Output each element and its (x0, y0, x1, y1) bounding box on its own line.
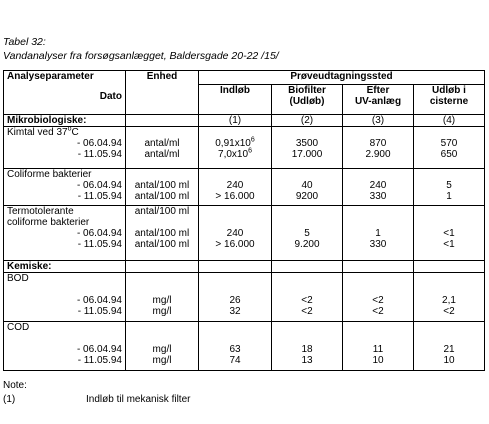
unit-cell: antal/100 ml antal/100 ml (125, 168, 199, 206)
note-item: (1) Indløb til mekanisk filter (3, 394, 190, 405)
section-title: Kemiske: (3, 260, 126, 273)
group-coliforme: Coliforme bakterier - 06.04.94 - 11.05.9… (3, 168, 485, 206)
value-cell-biofilter: <2 <2 (271, 272, 343, 322)
date-label: - 06.04.94 (76, 138, 122, 149)
date-label: - 06.04.94 (76, 295, 122, 306)
section-title: Mikrobiologiske: (3, 114, 126, 127)
note-ref: (1) (3, 394, 16, 405)
value-cell-uv: <2 <2 (342, 272, 414, 322)
col-number: (2) (271, 114, 343, 127)
value-cell-indlob: 63 74 (198, 321, 272, 371)
note-heading: Note: (3, 380, 27, 391)
unit-cell: mg/l mg/l (125, 272, 199, 322)
group-cell: BOD - 06.04.94 - 11.05.94 (3, 272, 126, 322)
date-label: - 06.04.94 (76, 228, 122, 239)
date-label: - 11.05.94 (77, 191, 122, 202)
group-label: COD (7, 322, 30, 334)
value-cell-cisterne: <1 <1 (413, 205, 485, 261)
group-bod: BOD - 06.04.94 - 11.05.94 mg/l mg/l 26 3… (3, 272, 485, 322)
value-cell-biofilter: 5 9.200 (271, 205, 343, 261)
value-cell-biofilter: 40 9200 (271, 168, 343, 206)
group-termotolerante: Termotolerante coliforme bakterier - 06.… (3, 205, 485, 261)
value-cell-uv: 11 10 (342, 321, 414, 371)
group-label: coliforme bakterier (7, 217, 90, 228)
section-row: Kemiske: (3, 260, 485, 273)
date-label: - 06.04.94 (76, 180, 122, 191)
date-label: - 06.04.94 (76, 344, 122, 355)
group-label: BOD (7, 273, 29, 285)
group-cell: Termotolerante coliforme bakterier - 06.… (3, 205, 126, 261)
header-row: Analyseparameter Dato Enhed Prøveudtagni… (3, 70, 485, 115)
col-header-1: Indløb (198, 84, 272, 115)
table-label: Tabel 32: (3, 36, 46, 48)
value-cell-cisterne: 21 10 (413, 321, 485, 371)
param-header: Analyseparameter (7, 71, 94, 83)
group-cell: Coliforme bakterier - 06.04.94 - 11.05.9… (3, 168, 126, 206)
group-cell: Kimtal ved 37oC - 06.04.94 - 11.05.94 (3, 126, 126, 169)
group-label: Coliforme bakterier (7, 169, 92, 181)
date-label: - 11.05.94 (77, 306, 122, 317)
table-caption: Vandanalyser fra forsøgsanlægget, Balder… (3, 50, 279, 62)
value-cell-indlob: 0,91x106 7,0x106 (198, 126, 272, 169)
group-header: Prøveudtagningssted (198, 70, 485, 85)
value-cell-uv: 240 330 (342, 168, 414, 206)
param-header-cell: Analyseparameter Dato (3, 70, 126, 115)
value-cell-uv: 1 330 (342, 205, 414, 261)
water-analysis-table: Analyseparameter Dato Enhed Prøveudtagni… (3, 70, 485, 371)
value-cell-cisterne: 2,1 <2 (413, 272, 485, 322)
note-text: Indløb til mekanisk filter (86, 394, 191, 405)
col-number: (1) (198, 114, 272, 127)
value-cell-biofilter: 18 13 (271, 321, 343, 371)
value-cell-indlob: 26 32 (198, 272, 272, 322)
group-cell: COD - 06.04.94 - 11.05.94 (3, 321, 126, 371)
group-kimtal: Kimtal ved 37oC - 06.04.94 - 11.05.94 an… (3, 126, 485, 169)
col-header-2: Biofilter(Udløb) (271, 84, 343, 115)
enhed-header: Enhed (125, 70, 199, 115)
group-label: Kimtal ved 37oC (7, 126, 79, 139)
date-label: - 11.05.94 (77, 355, 122, 366)
unit-cell: antal/100 ml antal/100 ml antal/100 ml (125, 205, 199, 261)
section-row: Mikrobiologiske: (1) (2) (3) (4) (3, 114, 485, 127)
dato-header: Dato (99, 91, 122, 102)
value-cell-cisterne: 570 650 (413, 126, 485, 169)
value-cell-uv: 870 2.900 (342, 126, 414, 169)
value-cell-indlob: 240 > 16.000 (198, 168, 272, 206)
date-label: - 11.05.94 (77, 149, 122, 160)
col-number: (4) (413, 114, 485, 127)
group-cod: COD - 06.04.94 - 11.05.94 mg/l mg/l 63 7… (3, 321, 485, 371)
unit-cell: mg/l mg/l (125, 321, 199, 371)
value-cell-cisterne: 5 1 (413, 168, 485, 206)
value-cell-biofilter: 3500 17.000 (271, 126, 343, 169)
date-label: - 11.05.94 (77, 239, 122, 250)
value-cell-indlob: 240 > 16.000 (198, 205, 272, 261)
group-label: Termotolerante (7, 206, 74, 218)
col-number: (3) (342, 114, 414, 127)
unit-cell: antal/ml antal/ml (125, 126, 199, 169)
